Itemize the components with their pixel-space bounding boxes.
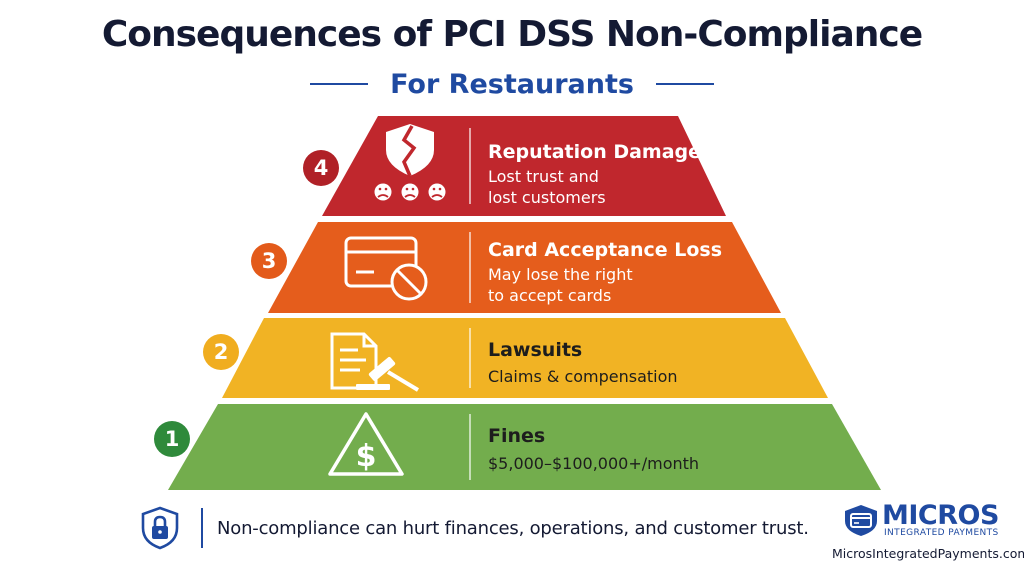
brand-name: MICROS (882, 500, 999, 531)
pyramid-diagram: $ (168, 116, 881, 490)
document-gavel-icon (330, 332, 420, 392)
tier-2-number-badge: 2 (203, 334, 239, 370)
footer-divider (201, 508, 203, 548)
tier-4-description-line-1: Lost trust and (488, 167, 599, 186)
subtitle-row: For Restaurants (0, 64, 1024, 104)
brand-url: MicrosIntegratedPayments.com (832, 546, 1024, 561)
broken-shield-sad-faces-icon (374, 124, 446, 201)
tier-2-description: Claims & compensation (488, 367, 678, 386)
subtitle-right-rule (655, 83, 714, 85)
footer-message: Non-compliance can hurt finances, operat… (217, 518, 809, 539)
dollar-warning-icon: $ (328, 412, 404, 476)
tier-4-title: Reputation Damage (488, 141, 702, 163)
tier-4-description-line-2: lost customers (488, 188, 606, 207)
tier-3-description-line-2: to accept cards (488, 286, 612, 305)
tier-3-number-badge: 3 (251, 243, 287, 279)
brand-tagline: INTEGRATED PAYMENTS (884, 528, 999, 538)
shield-lock-icon (141, 506, 179, 550)
svg-text:$: $ (356, 439, 377, 474)
tier-3-title: Card Acceptance Loss (488, 239, 723, 261)
tier-2-title: Lawsuits (488, 339, 583, 361)
credit-card-logo-icon (845, 505, 877, 536)
tier-1-band (168, 404, 881, 490)
tier-1-description: $5,000–$100,000+/month (488, 454, 700, 473)
page-subtitle: For Restaurants (390, 68, 634, 100)
tier-4-number-badge: 4 (303, 150, 339, 186)
page-title: Consequences of PCI DSS Non-Compliance (101, 14, 923, 55)
tier-3-description-line-1: May lose the right (488, 265, 633, 284)
card-blocked-icon (344, 236, 428, 301)
subtitle-left-rule (310, 83, 369, 85)
tier-1-title: Fines (488, 425, 546, 447)
tier-1-number-badge: 1 (154, 421, 190, 457)
